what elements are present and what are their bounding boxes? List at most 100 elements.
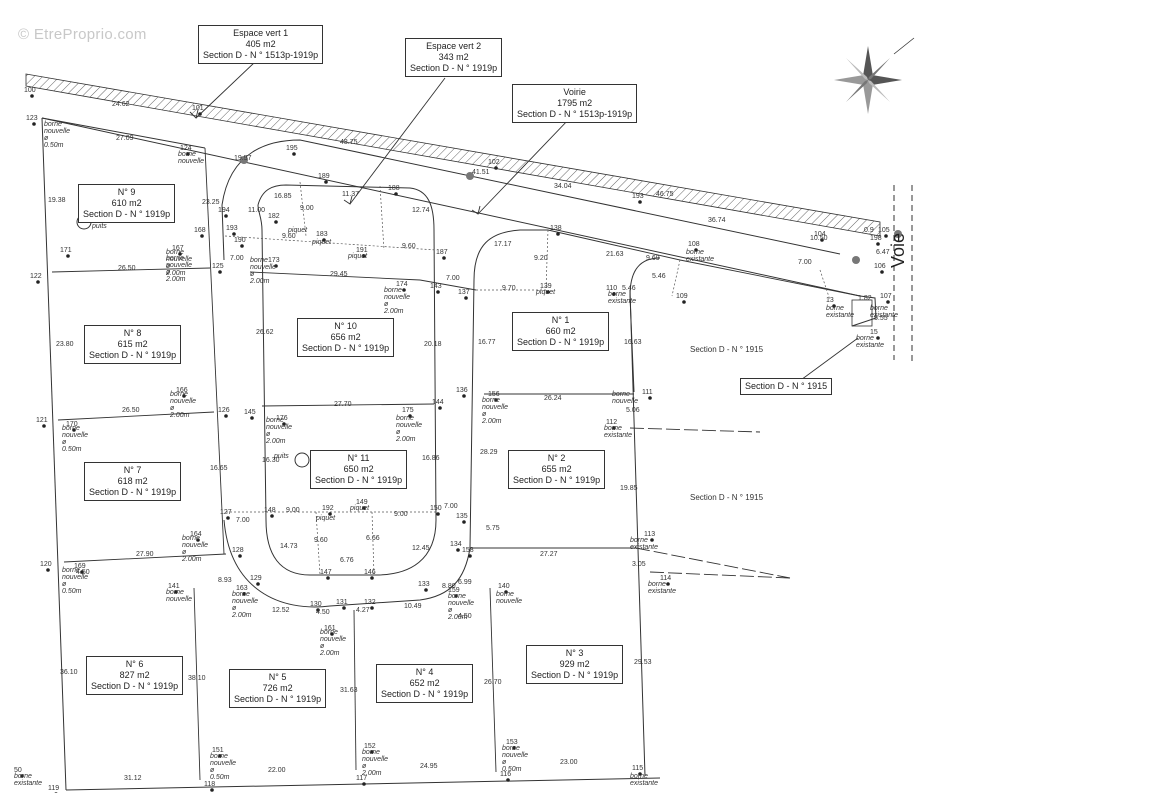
point-number: 118 bbox=[204, 781, 215, 788]
point-number: 140 bbox=[498, 583, 510, 590]
survey-point-marker bbox=[464, 296, 468, 300]
point-number: 166 bbox=[176, 387, 188, 394]
borne-annotation: nouvelle bbox=[166, 256, 192, 263]
survey-point-marker bbox=[328, 512, 332, 516]
survey-point-marker bbox=[886, 300, 890, 304]
borne-annotation: 0.50m bbox=[210, 774, 230, 781]
survey-point-marker bbox=[442, 256, 446, 260]
point-number: 189 bbox=[318, 173, 330, 180]
survey-point-marker bbox=[462, 394, 466, 398]
dimension-label: 5.55 bbox=[874, 315, 888, 322]
dimension-label: 34.04 bbox=[554, 183, 572, 190]
point-number: 170 bbox=[66, 421, 78, 428]
watermark: © EtreProprio.com bbox=[18, 26, 147, 43]
borne-annotation: nouvelle bbox=[182, 542, 208, 549]
survey-point-marker bbox=[210, 788, 214, 792]
point-number: 161 bbox=[324, 625, 336, 632]
point-number: 195 bbox=[286, 145, 298, 152]
borne-annotation: borne bbox=[62, 425, 80, 432]
dimension-label: 31.12 bbox=[124, 775, 142, 782]
borne-annotation: ø bbox=[396, 429, 401, 436]
survey-point-marker bbox=[438, 406, 442, 410]
parcel-area: 656 m2 bbox=[330, 332, 361, 342]
borne-annotation: nouvelle bbox=[612, 398, 638, 405]
parcel-number: N° 2 bbox=[547, 453, 566, 463]
survey-point-marker bbox=[638, 772, 642, 776]
parcel-area: 652 m2 bbox=[409, 678, 440, 688]
borne-annotation: borne bbox=[384, 287, 402, 294]
callout-line: Section D - N ° 1513p-1919p bbox=[517, 109, 633, 119]
dimension-label: 31.63 bbox=[340, 687, 358, 694]
point-number: 182 bbox=[268, 213, 280, 220]
borne-annotation: 2.00m bbox=[165, 276, 186, 283]
borne-annotation: ø bbox=[166, 263, 171, 270]
dimension-label: 5.06 bbox=[626, 407, 640, 414]
borne-annotation: nouvelle bbox=[496, 598, 522, 605]
dimension-label: 29.45 bbox=[330, 271, 348, 278]
borne-annotation: nouvelle bbox=[166, 262, 192, 269]
callout-line: Section D - N ° 1513p-1919p bbox=[203, 50, 319, 60]
parcel-section: Section D - N ° 1919p bbox=[83, 209, 171, 219]
borne-annotation: borne bbox=[630, 537, 648, 544]
dimension-label: 3.05 bbox=[632, 561, 646, 568]
callout-espace-vert-2: Espace vert 2 343 m2 Section D - N ° 191… bbox=[405, 38, 503, 77]
voie-label: Voie bbox=[888, 232, 908, 268]
survey-point-marker bbox=[512, 746, 516, 750]
parcel-area: 650 m2 bbox=[343, 464, 374, 474]
borne-annotation: ø bbox=[62, 439, 67, 446]
survey-point-marker bbox=[218, 754, 222, 758]
survey-point-marker bbox=[182, 394, 186, 398]
borne-annotation: ø bbox=[448, 607, 453, 614]
callout-line: Section D - N ° 1919p bbox=[410, 63, 498, 73]
borne-annotation: 2.00m bbox=[395, 436, 416, 443]
point-number: 111 bbox=[642, 389, 653, 396]
point-number: 194 bbox=[218, 207, 230, 214]
point-number: 163 bbox=[236, 585, 248, 592]
point-number: 175 bbox=[402, 407, 414, 414]
survey-point-marker bbox=[456, 548, 460, 552]
dimension-label: 12.74 bbox=[412, 207, 430, 214]
point-number: 136 bbox=[456, 387, 468, 394]
borne-annotation: borne bbox=[870, 305, 888, 312]
parcel-n8: N° 8 615 m2 Section D - N ° 1919p bbox=[84, 325, 182, 364]
section-label-1915-a: Section D - N ° 1915 bbox=[690, 345, 764, 354]
borne-annotation: piquet bbox=[311, 239, 332, 246]
point-number: 113 bbox=[644, 531, 655, 538]
borne-annotation: 2.00m bbox=[249, 278, 270, 285]
dimension-label: 27.09 bbox=[116, 135, 134, 142]
dimension-label: 7.00 bbox=[444, 503, 458, 510]
point-number: 114 bbox=[660, 575, 671, 582]
borne-annotation: piquet bbox=[315, 515, 336, 522]
point-number: 193 bbox=[632, 193, 644, 200]
point-number: 104 bbox=[814, 231, 826, 238]
borne-annotation: 2.00m bbox=[447, 614, 468, 621]
borne-annotation: borne bbox=[166, 249, 184, 256]
point-number: 121 bbox=[36, 417, 48, 424]
borne-annotation: existante bbox=[630, 544, 658, 551]
parcel-n11: N° 11 650 m2 Section D - N ° 1919p bbox=[310, 450, 408, 489]
dimension-label: 26.62 bbox=[256, 329, 274, 336]
dimension-label: 7.00 bbox=[230, 255, 244, 262]
point-number: 133 bbox=[418, 581, 430, 588]
point-number: 173 bbox=[268, 257, 280, 264]
parcel-area: 618 m2 bbox=[117, 476, 148, 486]
survey-point-marker bbox=[362, 782, 366, 786]
point-number: 110 bbox=[606, 285, 617, 292]
point-number: 131 bbox=[336, 599, 348, 606]
borne-annotation: ø bbox=[362, 763, 367, 770]
dimension-label: 1.82 bbox=[858, 295, 872, 302]
borne-annotation: 2.00m bbox=[231, 612, 252, 619]
dimension-label: 46.75 bbox=[656, 191, 674, 198]
survey-point-marker bbox=[650, 538, 654, 542]
borne-annotation: borne bbox=[250, 257, 268, 264]
parcel-n1: N° 1 660 m2 Section D - N ° 1919p bbox=[512, 312, 610, 351]
survey-point-marker bbox=[200, 234, 204, 238]
parcel-area: 610 m2 bbox=[111, 198, 142, 208]
dimension-label: 22.00 bbox=[268, 767, 286, 774]
borne-annotation: nouvelle bbox=[166, 596, 192, 603]
borne-annotation: 2.00m bbox=[165, 270, 186, 277]
dimension-label: 7.00 bbox=[446, 275, 460, 282]
puits-icon bbox=[294, 452, 310, 468]
survey-point-marker bbox=[326, 576, 330, 580]
